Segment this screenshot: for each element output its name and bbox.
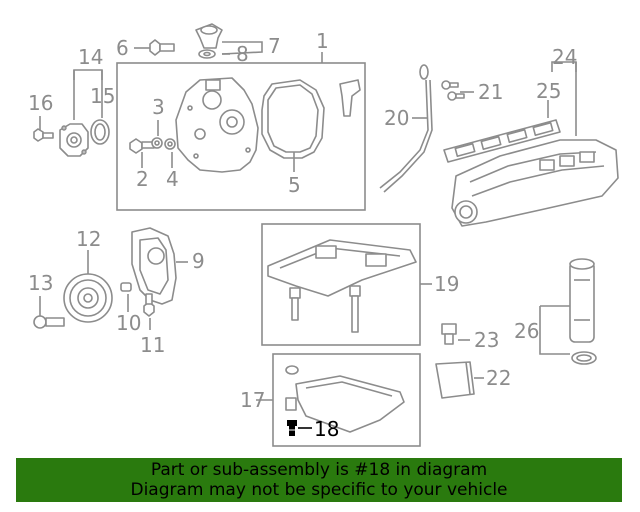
callout-6: 6	[116, 36, 129, 60]
banner-line-1: Part or sub-assembly is #18 in diagram	[150, 460, 488, 480]
callout-22: 22	[486, 366, 511, 390]
timing-cover-gasket[interactable]	[261, 79, 325, 159]
callout-17: 17	[240, 388, 265, 412]
sensor-bracket[interactable]	[339, 79, 361, 117]
intake-gasket-part-25[interactable]	[443, 119, 561, 163]
callout-23: 23	[474, 328, 499, 352]
callout-15: 15	[90, 84, 115, 108]
banner-line-2: Diagram may not be specific to your vehi…	[130, 480, 508, 500]
oil-pan-upper-part-19[interactable]	[267, 239, 417, 333]
oil-fill-cap-part-7[interactable]	[195, 23, 223, 49]
bolt-part-11[interactable]	[143, 293, 155, 317]
drain-plug-part-18[interactable]	[287, 420, 297, 436]
oil-pan-lower-part-17[interactable]	[285, 365, 405, 433]
callout-9: 9	[192, 249, 205, 273]
callout-26: 26	[514, 319, 539, 343]
bolt-part-21[interactable]	[441, 80, 465, 101]
callout-24: 24	[552, 45, 577, 69]
washer-part-3[interactable]	[151, 137, 163, 149]
sensor-part-23[interactable]	[441, 323, 457, 345]
bolt-part-13[interactable]	[33, 315, 65, 329]
callout-20: 20	[384, 106, 409, 130]
water-pump-part-14[interactable]	[59, 123, 89, 157]
callout-5: 5	[288, 173, 301, 197]
part-info-banner: Part or sub-assembly is #18 in diagram D…	[16, 458, 622, 502]
callout-4: 4	[166, 167, 179, 191]
callout-10: 10	[116, 311, 141, 335]
seal-part-8[interactable]	[198, 49, 216, 59]
callout-3: 3	[152, 95, 165, 119]
callout-12: 12	[76, 227, 101, 251]
callout-14: 14	[78, 45, 103, 69]
callout-25: 25	[536, 79, 561, 103]
frame-assembly-1	[116, 62, 366, 211]
oil-filter-part-22[interactable]	[435, 361, 475, 399]
leader-lines	[39, 41, 577, 429]
callout-18[interactable]: 18	[314, 417, 339, 441]
callout-19: 19	[434, 272, 459, 296]
callout-21: 21	[478, 80, 503, 104]
bolt-part-2[interactable]	[129, 138, 155, 154]
water-pump-gasket-part-15[interactable]	[90, 119, 110, 145]
callout-16: 16	[28, 91, 53, 115]
filter-housing-part-26[interactable]	[569, 258, 597, 365]
cover-part-9[interactable]	[131, 227, 177, 305]
callout-13: 13	[28, 271, 53, 295]
callout-7: 7	[268, 34, 281, 58]
callout-2: 2	[136, 167, 149, 191]
intake-manifold-part-24[interactable]	[451, 139, 619, 227]
pin-part-10[interactable]	[120, 282, 132, 292]
nut-part-4[interactable]	[164, 138, 176, 150]
callout-1: 1	[316, 29, 329, 53]
callout-8: 8	[236, 42, 249, 66]
bolt-part-6[interactable]	[149, 39, 175, 56]
timing-cover[interactable]	[175, 77, 259, 173]
harmonic-balancer-part-12[interactable]	[63, 273, 113, 323]
bolt-part-16[interactable]	[33, 128, 54, 142]
dipstick-part-20[interactable]	[379, 64, 433, 193]
callout-11: 11	[140, 333, 165, 357]
